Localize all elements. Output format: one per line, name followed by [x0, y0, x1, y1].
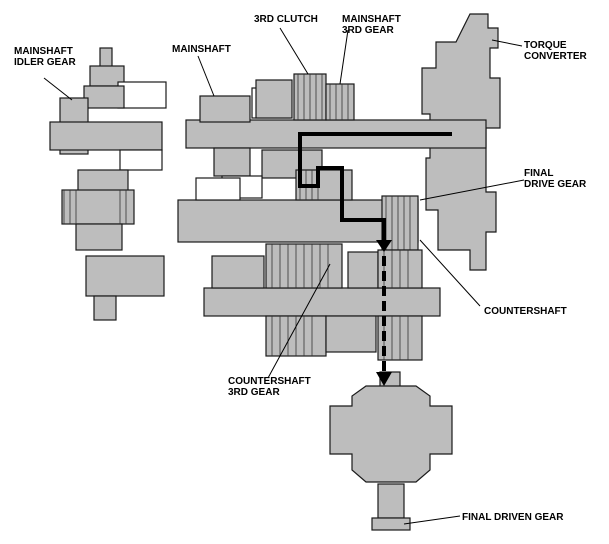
label-mainshaft: MAINSHAFT [172, 44, 231, 55]
label-countershaft-3rd-gear: COUNTERSHAFT 3RD GEAR [228, 376, 311, 398]
label-torque-converter: TORQUE CONVERTER [524, 40, 587, 62]
power-flow-path [298, 132, 452, 386]
leader-lines [43, 27, 525, 525]
label-final-drive-gear: FINAL DRIVE GEAR [524, 168, 587, 190]
final-driven-gear-assembly [329, 371, 453, 531]
label-mainshaft-idler-gear: MAINSHAFT IDLER GEAR [14, 46, 76, 68]
label-mainshaft-3rd-gear: MAINSHAFT 3RD GEAR [342, 14, 401, 36]
label-3rd-clutch: 3RD CLUTCH [254, 14, 318, 25]
label-final-driven-gear: FINAL DRIVEN GEAR [462, 512, 564, 523]
idler-shaft-assembly [49, 47, 167, 321]
label-countershaft: COUNTERSHAFT [484, 306, 567, 317]
countershaft-assembly [203, 243, 441, 361]
middle-shaft-assembly [177, 169, 419, 251]
